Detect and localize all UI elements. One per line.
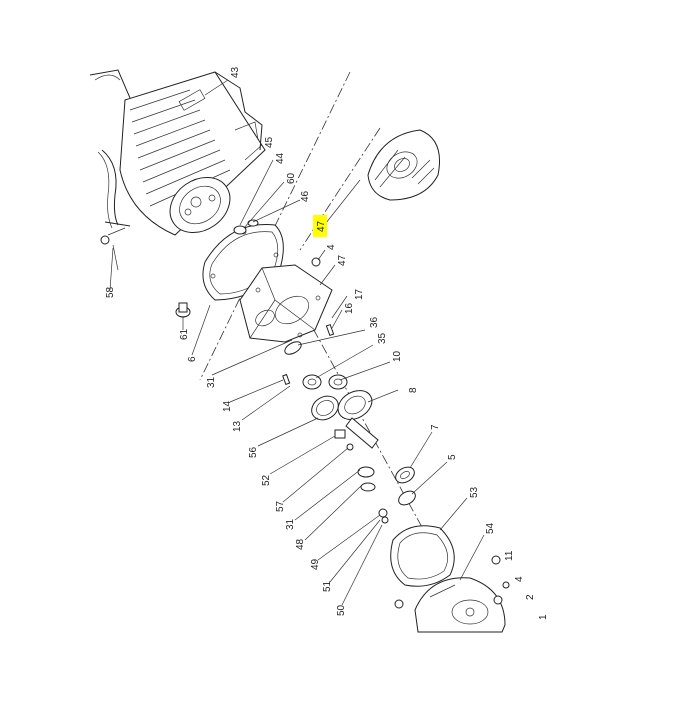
label-14: 14 xyxy=(222,400,233,412)
label-13: 13 xyxy=(232,420,243,432)
end-cover-part xyxy=(367,129,440,201)
label-43: 43 xyxy=(230,66,241,78)
part-51 xyxy=(378,508,388,518)
gear-part-56 xyxy=(311,395,339,421)
label-47-housing: 47 xyxy=(337,254,348,266)
pin-part-16 xyxy=(325,323,335,337)
label-8: 8 xyxy=(408,387,419,393)
label-4-top: 4 xyxy=(326,244,337,250)
bolt-part-4b xyxy=(502,581,510,589)
seal-part-36 xyxy=(284,341,302,355)
label-57: 57 xyxy=(275,500,286,512)
label-16: 16 xyxy=(344,302,355,314)
label-61: 61 xyxy=(179,328,190,340)
part-49 xyxy=(360,482,376,492)
label-46: 46 xyxy=(300,190,311,202)
seal-part-5 xyxy=(398,490,416,506)
bearing-part-35 xyxy=(302,374,322,390)
ring-part-60 xyxy=(233,225,247,235)
label-54: 54 xyxy=(485,522,496,534)
label-50: 50 xyxy=(336,604,347,616)
label-6: 6 xyxy=(187,356,198,362)
bolt-part-2 xyxy=(493,595,503,605)
part-11 xyxy=(491,555,501,565)
label-10: 10 xyxy=(392,350,403,362)
label-44: 44 xyxy=(275,152,286,164)
label-49: 49 xyxy=(310,558,321,570)
label-47-cover: 47 xyxy=(316,220,327,232)
part-48 xyxy=(357,466,375,478)
cover-gasket-part-53 xyxy=(390,525,455,587)
leader-lines xyxy=(109,79,485,606)
motor-body-part xyxy=(89,69,266,236)
label-58: 58 xyxy=(105,286,116,298)
label-60: 60 xyxy=(286,172,297,184)
label-45: 45 xyxy=(264,136,275,148)
label-5: 5 xyxy=(447,454,458,460)
label-51: 51 xyxy=(322,580,333,592)
label-35: 35 xyxy=(377,332,388,344)
fitting-part-61 xyxy=(175,302,191,318)
label-17: 17 xyxy=(354,288,365,300)
bearing-part-7 xyxy=(395,466,415,484)
part-labels: 43 45 44 60 46 47 4 47 17 16 36 35 10 8 … xyxy=(105,66,549,620)
part-50 xyxy=(381,516,389,524)
label-56: 56 xyxy=(248,446,259,458)
label-11: 11 xyxy=(504,550,515,561)
cable-hose-part xyxy=(97,149,131,271)
label-4-bottom: 4 xyxy=(514,576,525,582)
pin-part-14 xyxy=(282,373,291,386)
highlight-marker xyxy=(313,215,327,237)
nut-part-52 xyxy=(334,429,346,439)
gear-part-8 xyxy=(337,390,379,449)
washer-part-57 xyxy=(346,443,354,451)
plug-part xyxy=(394,599,404,609)
label-52: 52 xyxy=(261,474,272,486)
axis-cover xyxy=(299,127,381,251)
label-36: 36 xyxy=(369,316,380,328)
label-7: 7 xyxy=(430,424,441,430)
label-1: 1 xyxy=(538,614,549,620)
label-53: 53 xyxy=(469,486,480,498)
end-cover-part-54 xyxy=(394,555,510,633)
label-31-lower: 31 xyxy=(285,518,296,530)
gear-housing-part xyxy=(239,257,333,343)
label-2: 2 xyxy=(525,594,536,600)
label-31-upper: 31 xyxy=(206,376,217,388)
ring-part-46 xyxy=(247,219,259,227)
bearing-part-10 xyxy=(328,374,348,390)
label-48: 48 xyxy=(295,538,306,550)
